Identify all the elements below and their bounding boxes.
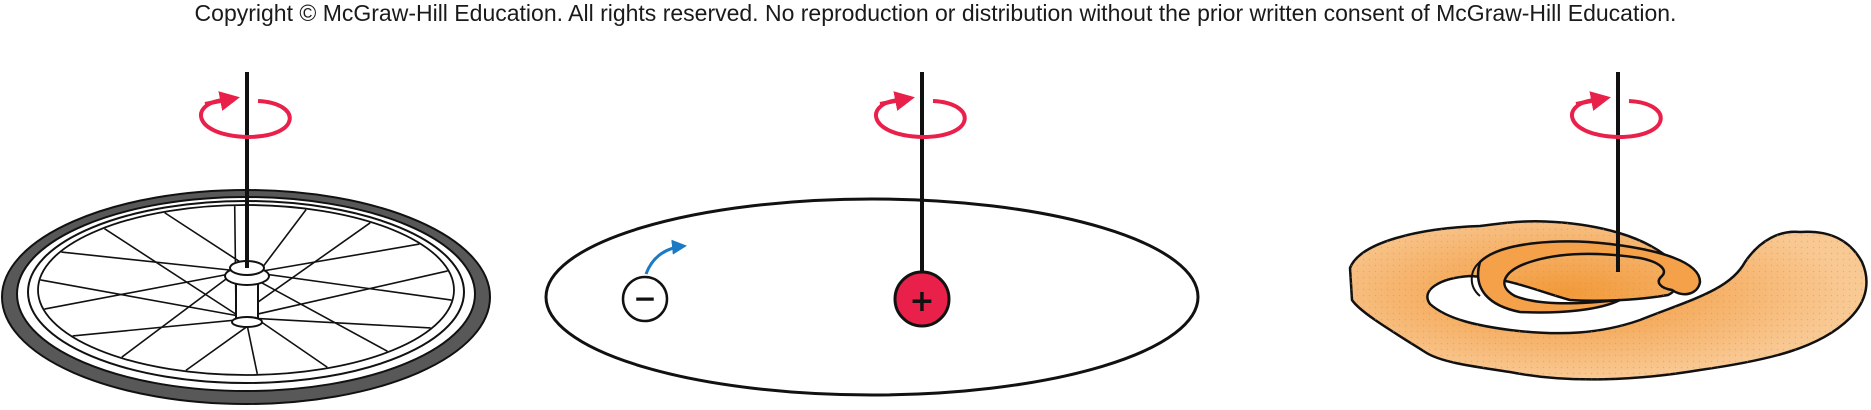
wheel-spoke	[72, 317, 257, 337]
spiral-galaxy-panel	[1348, 72, 1868, 381]
rotation-arrow-icon	[199, 91, 292, 140]
wheel-spoke	[258, 209, 307, 273]
wheel-spoke	[248, 317, 431, 329]
wheel-spoke	[240, 270, 448, 319]
electron: −	[621, 275, 669, 323]
wheel-spoke	[104, 228, 243, 319]
electron-orbit	[544, 197, 1200, 397]
wheel-spoke	[249, 271, 452, 301]
wheel-spoke	[44, 271, 241, 310]
wheel-spoke	[40, 279, 251, 319]
wheel-spoke	[241, 271, 388, 353]
rotation-arrow-icon	[1570, 91, 1663, 140]
wheel-spoke	[255, 317, 328, 368]
nucleus-proton: +	[893, 270, 951, 328]
bicycle-wheel-panel	[1, 72, 491, 405]
wheel-icon	[1, 72, 491, 405]
atom-panel: + −	[544, 72, 1200, 397]
wheel-spoke	[121, 271, 236, 358]
nucleus-sign: +	[909, 284, 934, 319]
electron-sign: −	[633, 282, 656, 315]
galaxy-icon	[1348, 219, 1868, 381]
electron-motion-arrow	[644, 239, 687, 275]
copyright-notice: Copyright © McGraw-Hill Education. All r…	[194, 0, 1677, 26]
rotation-arrow-icon	[874, 91, 967, 140]
wheel-spoke	[256, 243, 420, 273]
wheel-spokes	[40, 206, 452, 375]
